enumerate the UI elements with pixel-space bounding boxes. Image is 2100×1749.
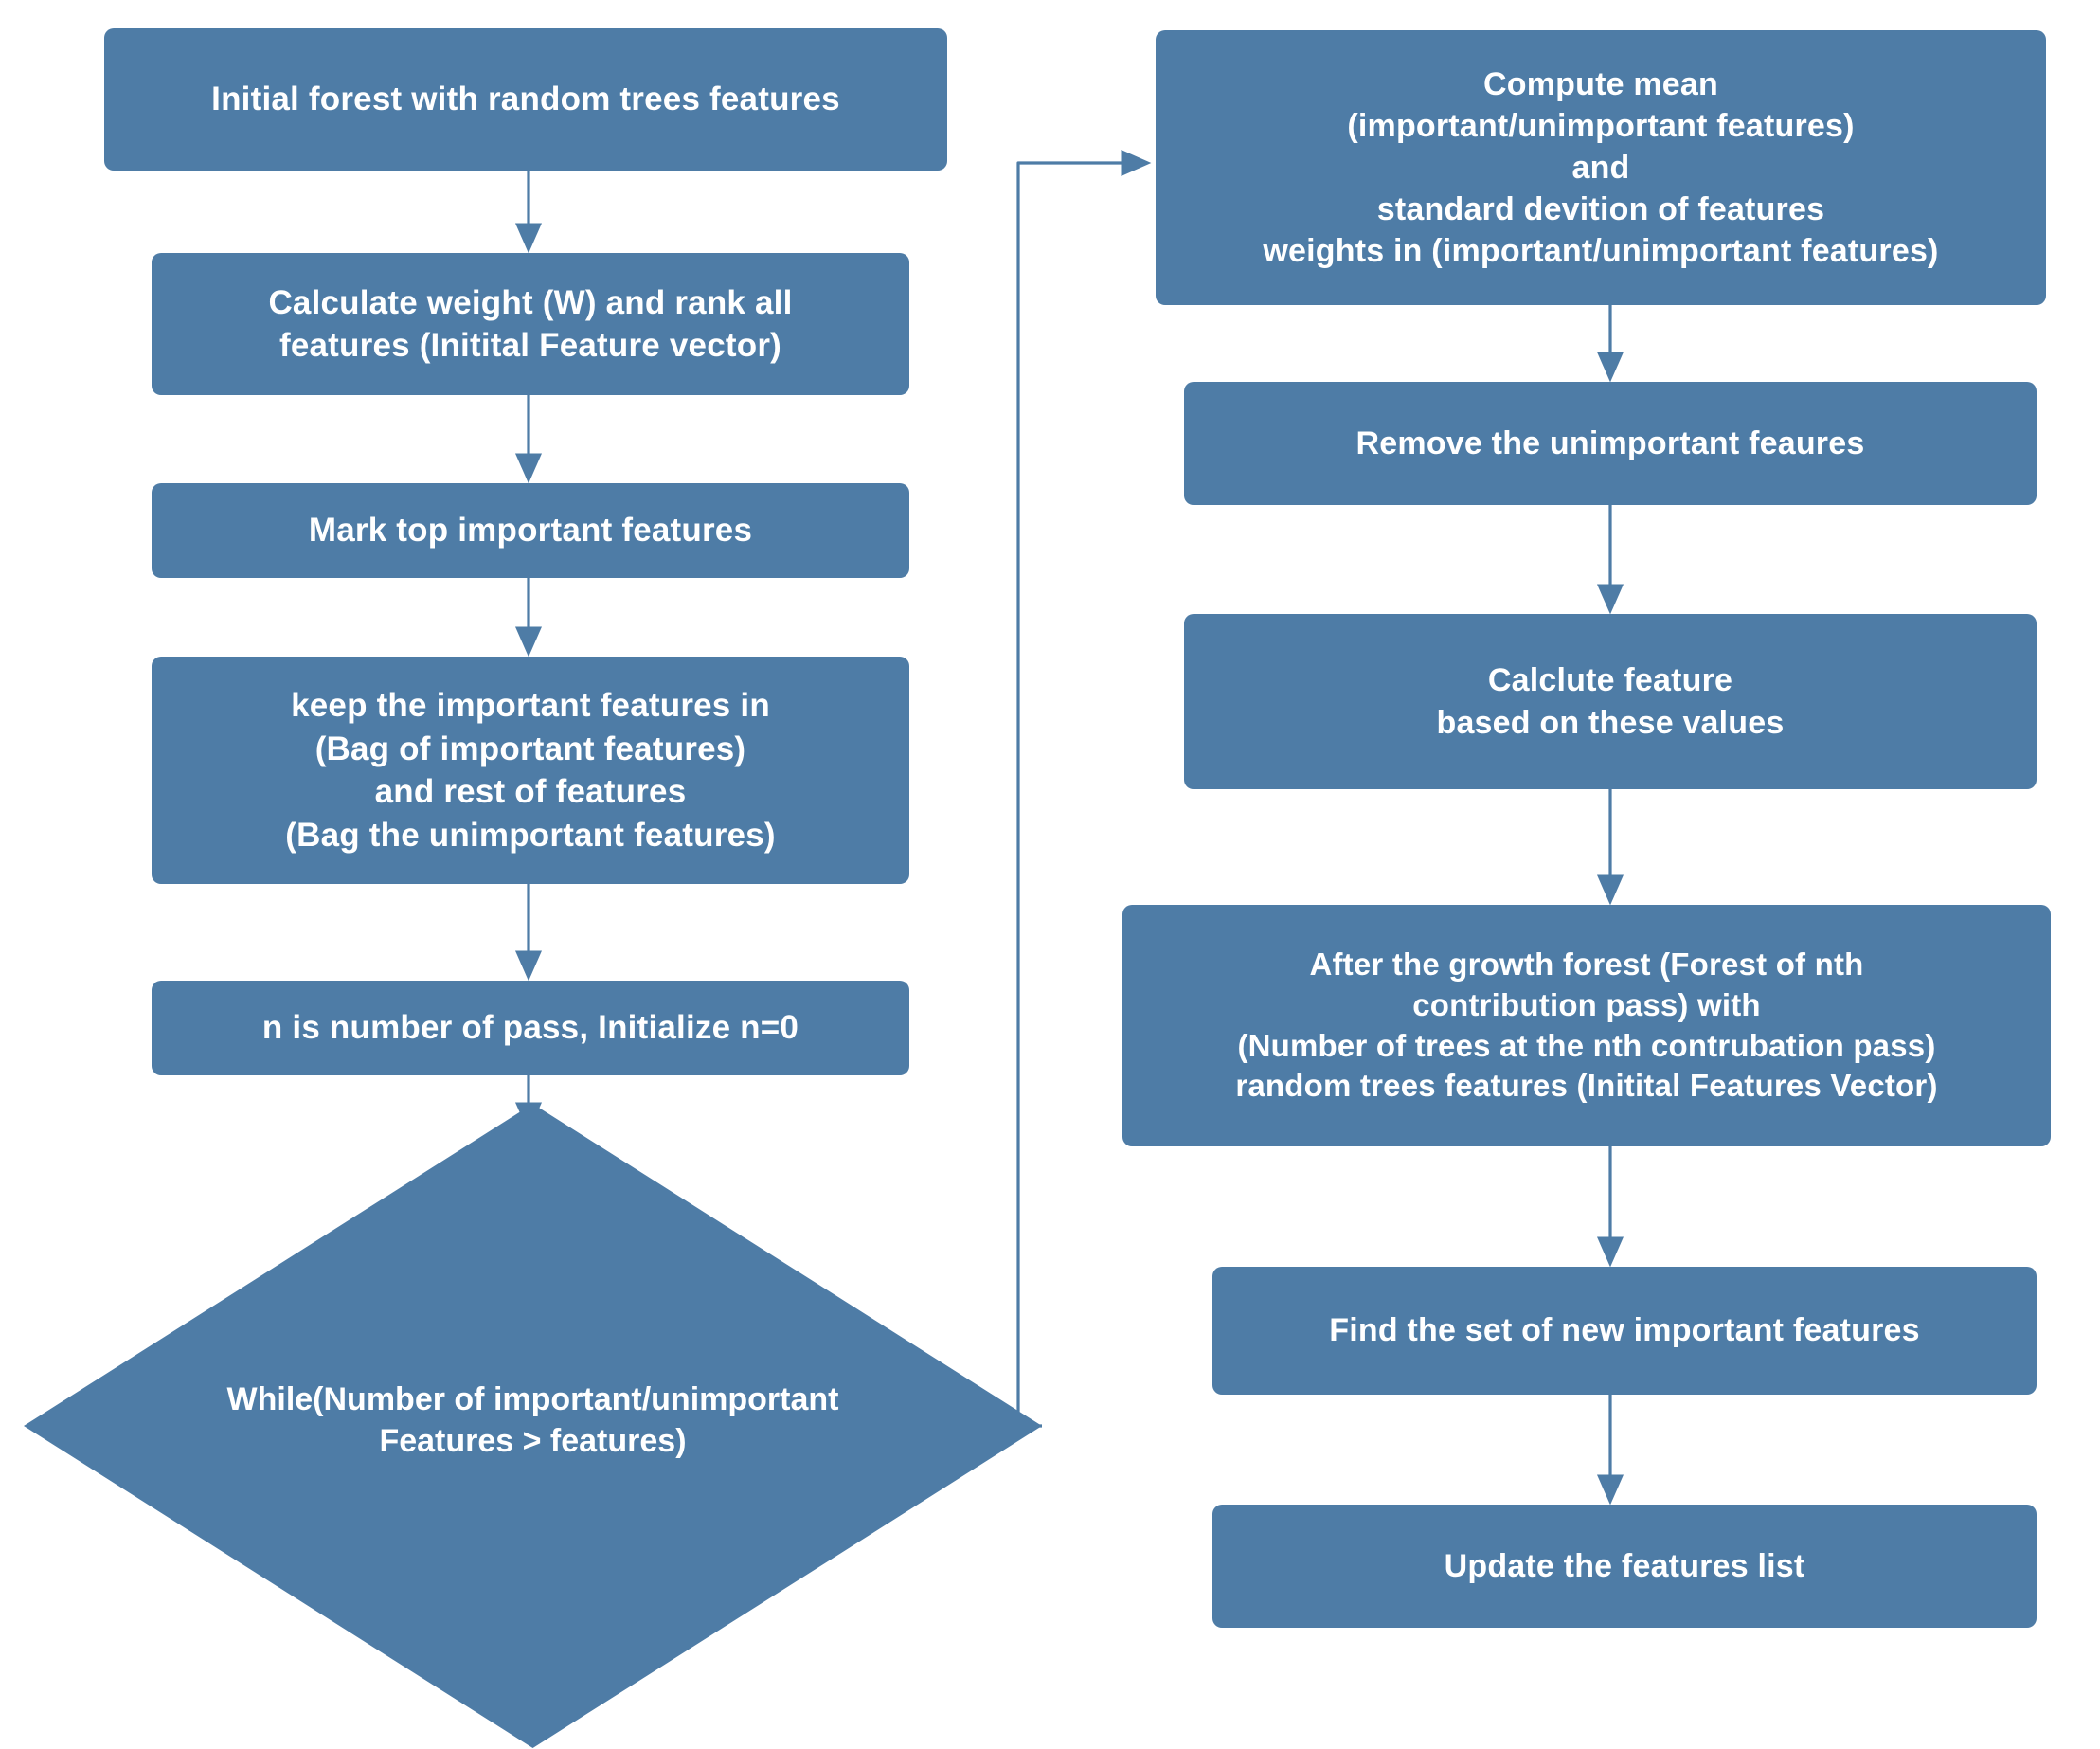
node-calculate-feature[interactable]: Calclute feature based on these values [1184, 614, 2037, 789]
node-keep-important-features[interactable]: keep the important features in (Bag of i… [152, 657, 909, 884]
node-compute-mean-std[interactable]: Compute mean (important/unimportant feat… [1156, 30, 2046, 305]
node-remove-unimportant[interactable]: Remove the unimportant feaures [1184, 382, 2037, 505]
node-initialize-n[interactable]: n is number of pass, Initialize n=0 [152, 981, 909, 1075]
node-while-condition[interactable]: While(Number of important/unimportant Fe… [24, 1104, 1042, 1748]
node-find-new-important[interactable]: Find the set of new important features [1212, 1267, 2037, 1395]
node-mark-top-features[interactable]: Mark top important features [152, 483, 909, 578]
node-calculate-weight[interactable]: Calculate weight (W) and rank all featur… [152, 253, 909, 395]
while-condition-label: While(Number of important/unimportant Fe… [226, 1380, 839, 1459]
node-update-features-list[interactable]: Update the features list [1212, 1505, 2037, 1628]
node-after-growth-forest[interactable]: After the growth forest (Forest of nth c… [1122, 905, 2051, 1146]
connector-while-to-compute-mean [1016, 149, 1152, 1428]
node-initial-forest[interactable]: Initial forest with random trees feature… [104, 28, 947, 171]
